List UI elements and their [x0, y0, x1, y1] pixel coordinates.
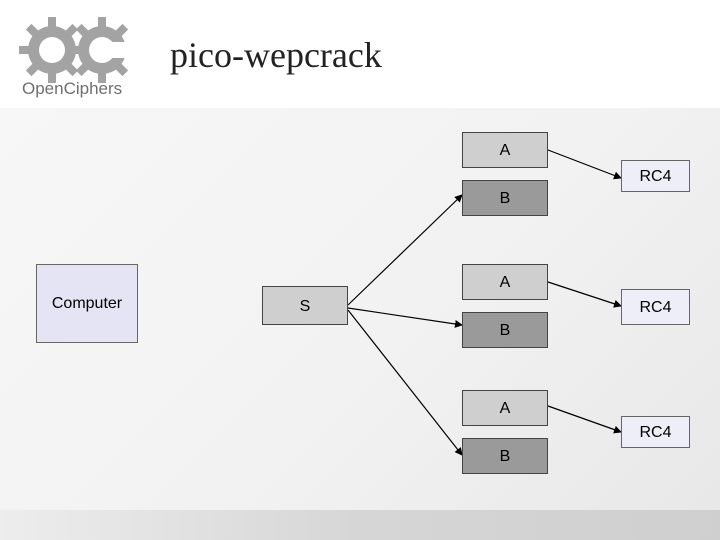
connector-a2-rc4 — [540, 276, 622, 308]
group3-a-box: A — [462, 390, 548, 426]
slide-header: OpenCiphers pico-wepcrack — [0, 0, 720, 108]
connector-a3-rc4 — [540, 399, 622, 434]
logo-text: OpenCiphers — [22, 79, 122, 98]
slide-footer-bar — [0, 510, 720, 540]
source-box: S — [262, 286, 348, 325]
connector-s-to-b1 — [347, 194, 463, 306]
slide-title: pico-wepcrack — [170, 35, 382, 75]
group1-b-box: B — [462, 180, 548, 216]
connector-s-to-b2 — [347, 307, 463, 328]
group2-a-box: A — [462, 264, 548, 300]
group2-b-box: B — [462, 312, 548, 348]
connector-a1-rc4 — [540, 143, 622, 180]
connector-s-to-b3 — [347, 309, 463, 456]
group1-a-box: A — [462, 132, 548, 168]
group3-rc4-box: RC4 — [621, 416, 690, 448]
group2-rc4-box: RC4 — [621, 289, 690, 325]
group1-rc4-box: RC4 — [621, 160, 690, 192]
group3-b-box: B — [462, 438, 548, 474]
openciphers-logo: OpenCiphers — [19, 17, 134, 98]
computer-box: Computer — [36, 264, 138, 343]
